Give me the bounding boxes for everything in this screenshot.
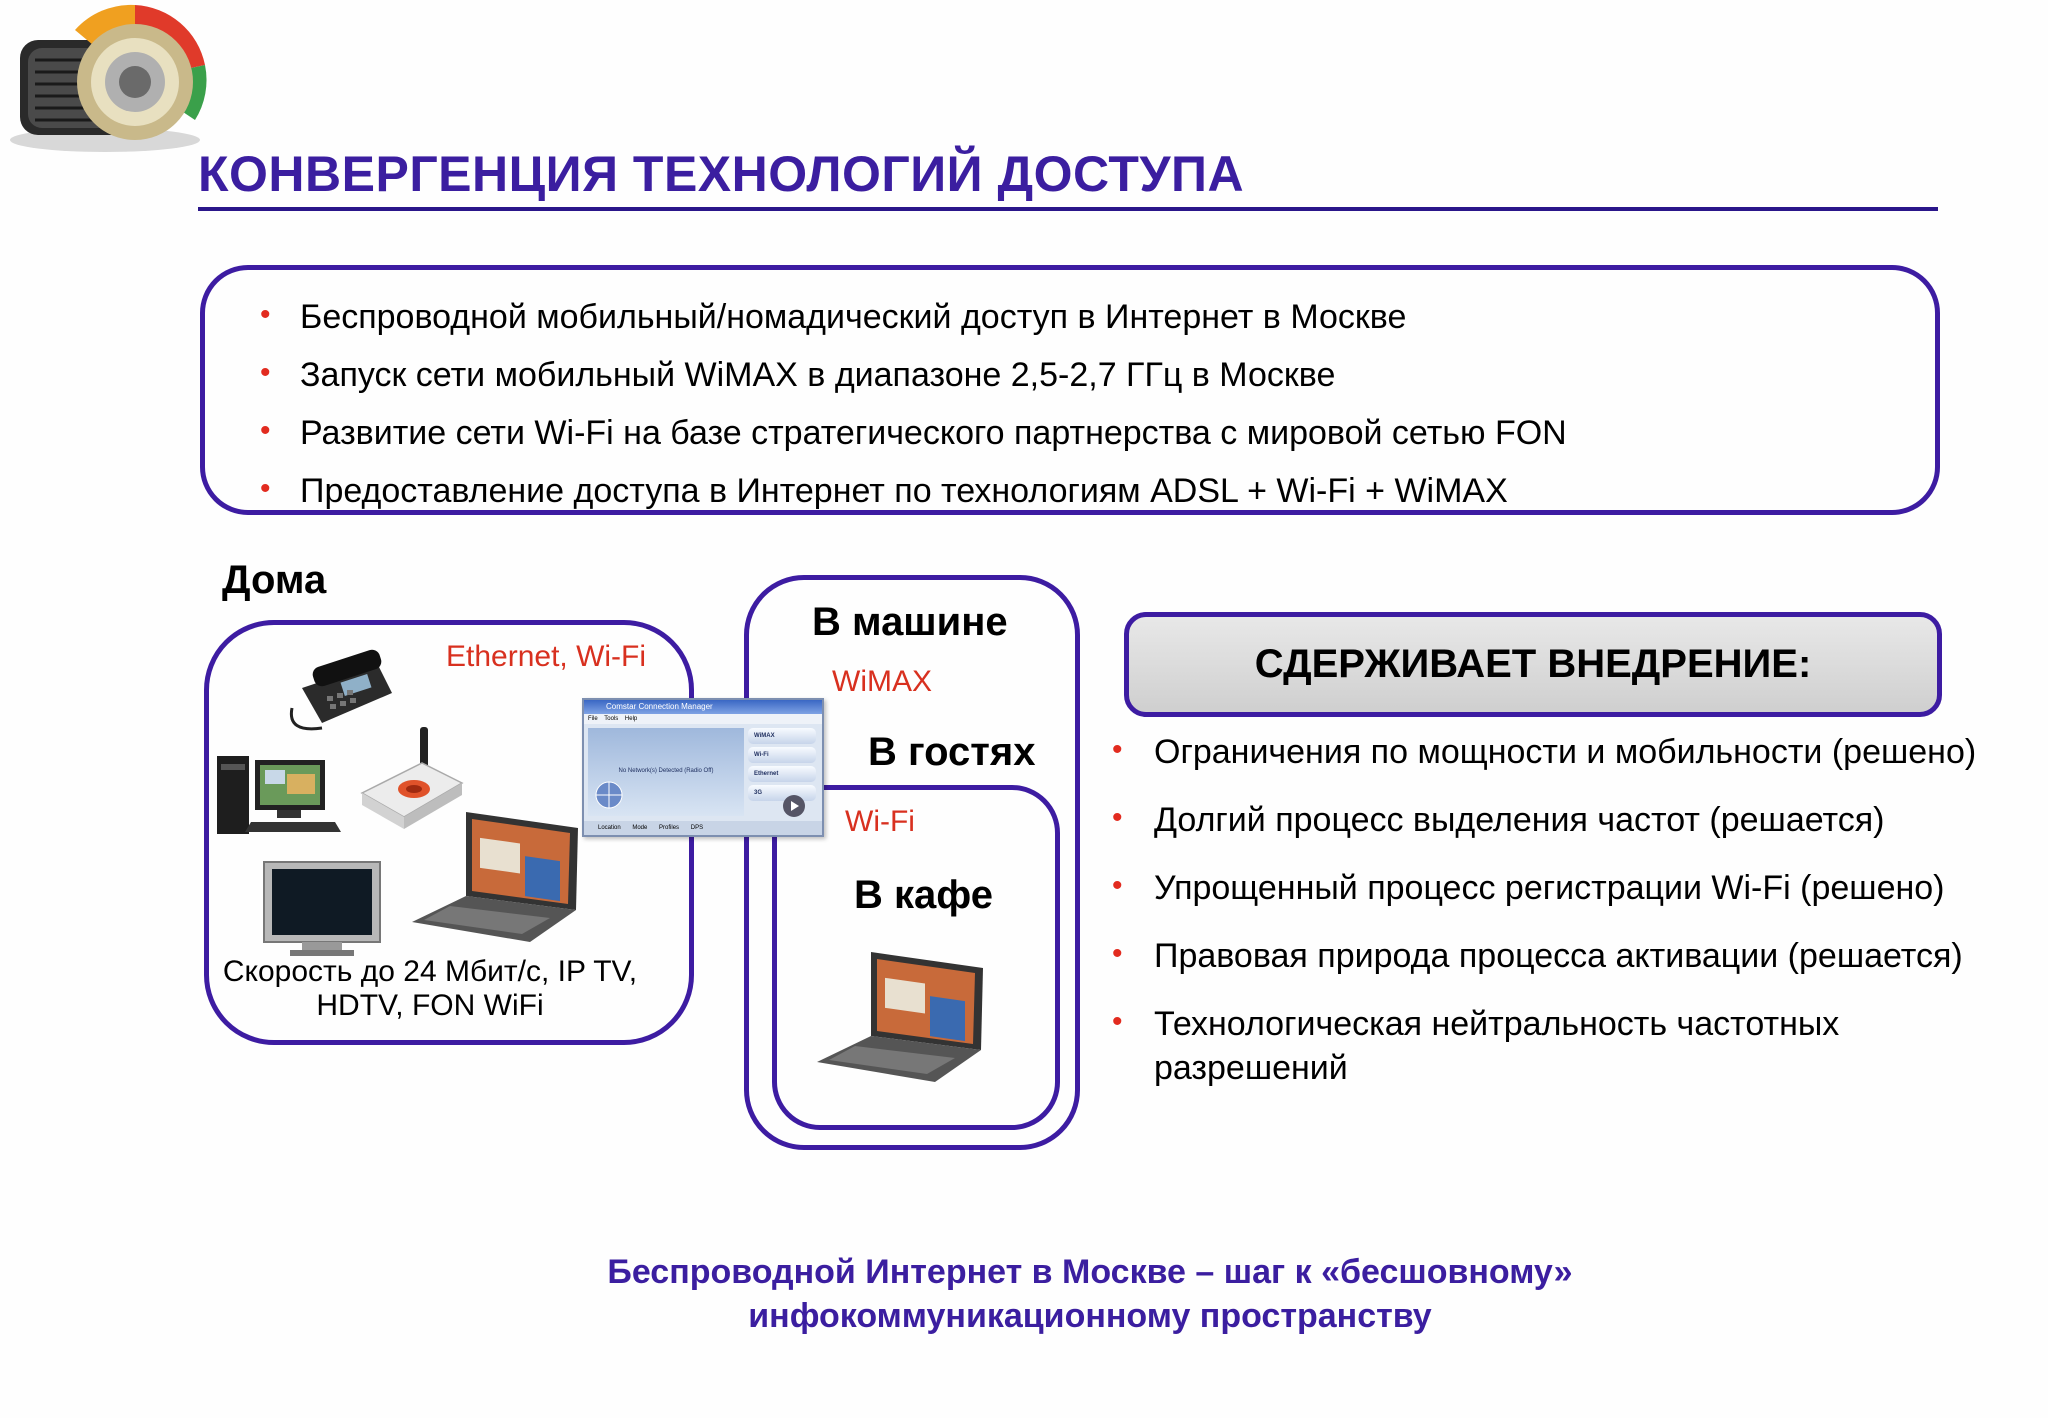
company-logo-icon (10, 4, 207, 152)
page-title: КОНВЕРГЕНЦИЯ ТЕХНОЛОГИЙ ДОСТУПА (198, 146, 1245, 202)
app-window-title: Comstar Connection Manager (584, 700, 822, 714)
summary-item: Беспроводной мобильный/номадический дост… (258, 286, 1567, 346)
cafe-tech-label: Wi-Fi (845, 805, 915, 838)
laptop-icon (412, 812, 578, 942)
app-bottom-item: Profiles (659, 825, 680, 831)
restrictions-list: Ограничения по мощности и мобильности (р… (1110, 728, 1990, 1114)
car-label: В машине (812, 600, 1008, 644)
app-bottom-item: DPS (690, 825, 704, 831)
guest-label: В гостях (868, 730, 1036, 774)
footer-line: Беспроводной Интернет в Москве – шаг к «… (607, 1253, 1573, 1291)
app-bottom-bar: Location Mode Profiles DPS (584, 821, 822, 835)
home-label: Дома (222, 558, 327, 602)
phone-icon (289, 649, 392, 731)
car-tech-label: WiMAX (832, 665, 932, 698)
cafe-box (772, 785, 1060, 1130)
restrictions-title: СДЕРЖИВАЕТ ВНЕДРЕНИЕ: (1254, 642, 1812, 686)
play-button-icon (783, 795, 805, 817)
title-underline (198, 207, 1938, 211)
cafe-label: В кафе (854, 873, 993, 917)
summary-list: Беспроводной мобильный/номадический дост… (258, 286, 1567, 520)
cafe-laptop-icon (817, 952, 983, 1082)
restriction-item: Технологическая нейтральность частотных … (1110, 1000, 1990, 1090)
app-connection-item: Ethernet (748, 766, 816, 782)
restriction-item: Ограничения по мощности и мобильности (р… (1110, 728, 1990, 774)
footer-line: инфокоммуникационному пространству (748, 1297, 1432, 1335)
app-status-panel: No Network(s) Detected (Radio Off) (588, 728, 744, 816)
tv-icon (263, 861, 381, 956)
app-connection-item: Wi-Fi (748, 747, 816, 763)
restriction-item: Упрощенный процесс регистрации Wi-Fi (ре… (1110, 864, 1990, 910)
wifi-router-icon (360, 727, 464, 829)
app-status-text: No Network(s) Detected (Radio Off) (618, 768, 714, 774)
restriction-item: Долгий процесс выделения частот (решаетс… (1110, 796, 1990, 842)
app-connection-list: WiMAX Wi-Fi Ethernet 3G (748, 728, 816, 804)
home-tech-label: Ethernet, Wi-Fi (446, 640, 647, 673)
summary-item: Развитие сети Wi-Fi на базе стратегическ… (258, 402, 1567, 462)
desktop-computer-icon (217, 756, 341, 834)
restrictions-header-box (1124, 612, 1942, 717)
app-bottom-item: Location Mode (598, 825, 648, 831)
car-box (744, 575, 1080, 1150)
summary-item: Запуск сети мобильный WiMAX в диапазоне … (258, 344, 1567, 404)
globe-icon (595, 781, 623, 809)
restriction-item: Правовая природа процесса активации (реш… (1110, 932, 1990, 978)
summary-item: Предоставление доступа в Интернет по тех… (258, 460, 1567, 520)
home-speed-text: Скорость до 24 Мбит/с, IP TV, HDTV, FON … (222, 955, 638, 1022)
connection-manager-window: Comstar Connection Manager File Tools He… (582, 698, 824, 837)
footer-conclusion: Беспроводной Интернет в Москве – шаг к «… (300, 1250, 1880, 1338)
app-connection-item: WiMAX (748, 728, 816, 744)
app-window-menu: File Tools Help (584, 714, 822, 724)
